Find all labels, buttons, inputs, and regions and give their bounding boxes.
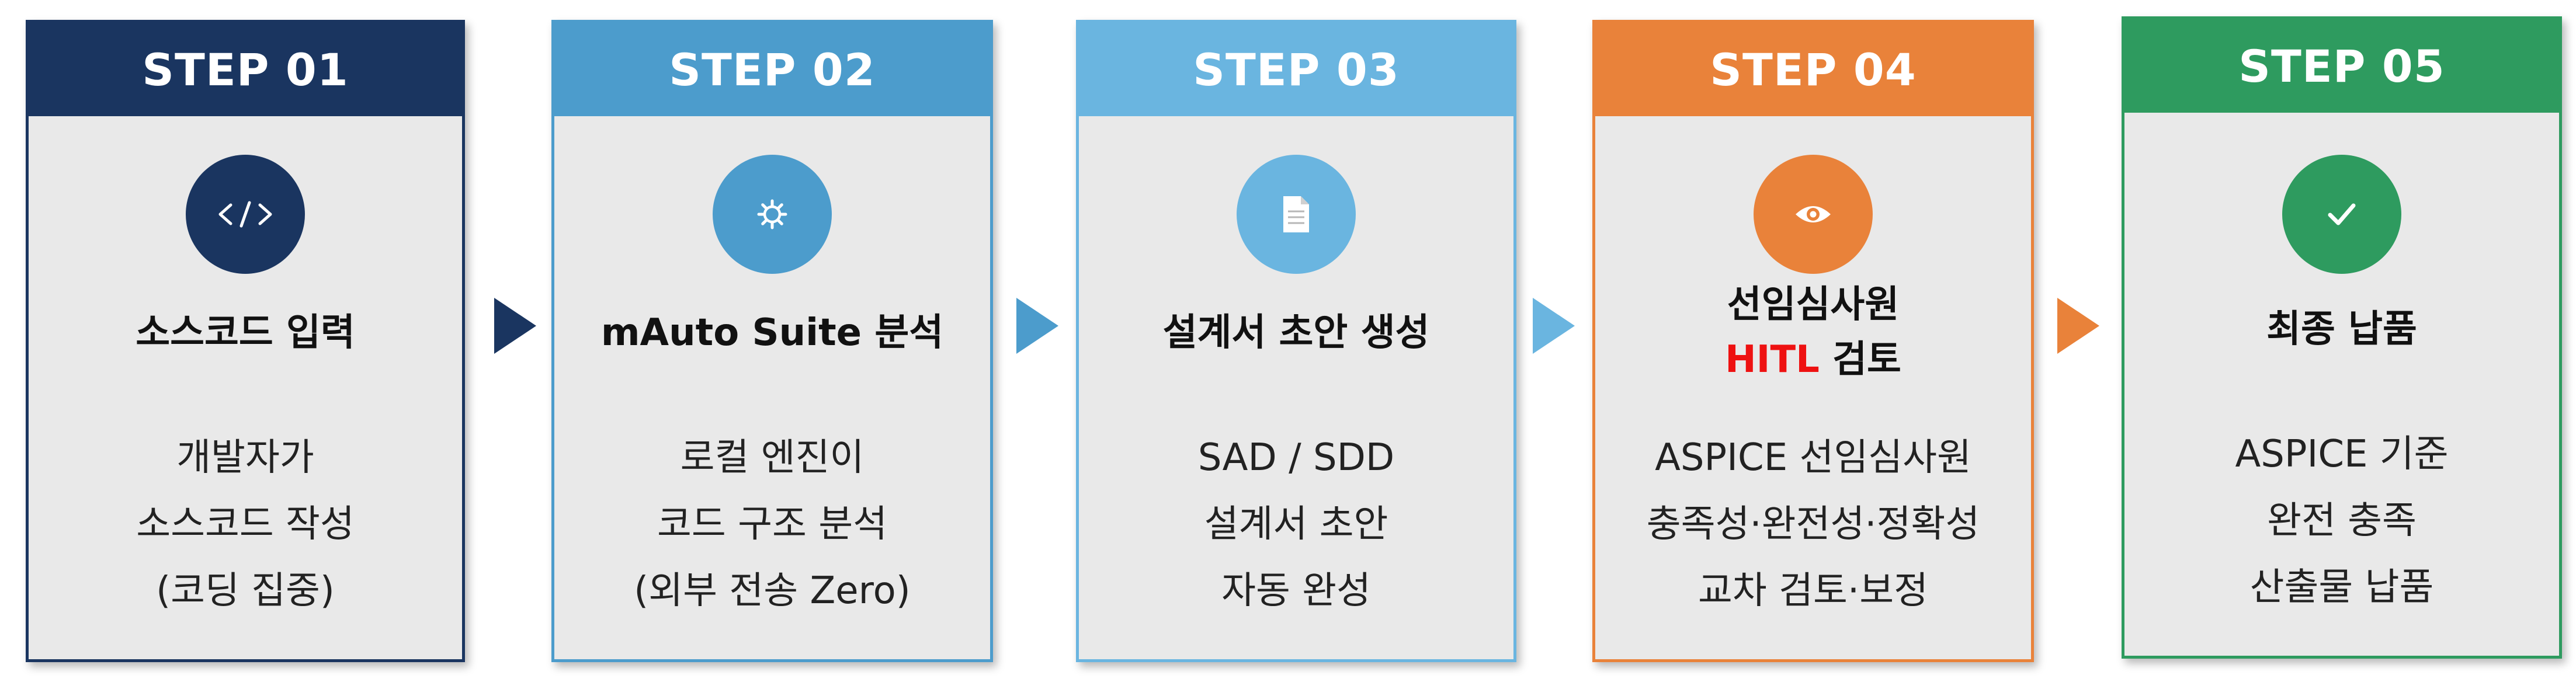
eye-icon xyxy=(1754,155,1873,274)
step-04-desc-line: 교차 검토·보정 xyxy=(1698,569,1928,613)
step-02-card: STEP 02 mAuto Suite 분석 로컬 엔진이 코드 구조 분석 (… xyxy=(551,20,993,662)
step-04-desc-line: ASPICE 선임심사원 xyxy=(1655,436,1971,479)
step-04-title-line1: 선임심사원 xyxy=(1727,283,1900,326)
step-05-desc-line: 산출물 납품 xyxy=(2249,566,2434,609)
step-03-header: STEP 03 xyxy=(1079,23,1513,116)
step-01-card: STEP 01 소스코드 입력 개발자가 소스코드 작성 (코딩 집중) xyxy=(26,20,465,662)
step-03-desc-line: 자동 완성 xyxy=(1221,569,1371,613)
step-05-title: 최종 납품 xyxy=(2124,302,2559,357)
step-04-title: 선임심사원 HITL 검토 xyxy=(1595,277,2031,387)
step-05-title-line: 최종 납품 xyxy=(2266,308,2417,351)
step-05-header: STEP 05 xyxy=(2124,19,2559,113)
step-05-desc-line: 완전 충족 xyxy=(2267,499,2417,542)
flow-arrow-4 xyxy=(2057,298,2099,354)
step-01-title-line: 소스코드 입력 xyxy=(136,311,355,354)
step-03-title-line: 설계서 초안 생성 xyxy=(1162,311,1430,354)
step-02-description: 로컬 엔진이 코드 구조 분석 (외부 전송 Zero) xyxy=(554,424,990,624)
step-04-card: STEP 04 선임심사원 HITL 검토 ASPICE 선임심사원 충족성·완… xyxy=(1592,20,2034,662)
step-01-desc-line: 소스코드 작성 xyxy=(136,503,355,546)
check-icon xyxy=(2282,155,2401,274)
step-03-description: SAD / SDD 설계서 초안 자동 완성 xyxy=(1079,424,1513,624)
step-04-desc-line: 충족성·완전성·정확성 xyxy=(1646,503,1980,546)
hitl-highlight: HITL xyxy=(1725,338,1820,381)
step-03-title: 설계서 초안 생성 xyxy=(1079,305,1513,360)
step-01-description: 개발자가 소스코드 작성 (코딩 집중) xyxy=(29,424,462,624)
step-02-title: mAuto Suite 분석 xyxy=(554,305,990,360)
gear-icon xyxy=(713,155,832,274)
step-02-desc-line: (외부 전송 Zero) xyxy=(634,569,911,613)
step-02-title-line: mAuto Suite 분석 xyxy=(600,311,944,354)
step-05-description: ASPICE 기준 완전 충족 산출물 납품 xyxy=(2124,421,2559,621)
step-01-desc-line: 개발자가 xyxy=(176,436,314,479)
flow-arrow-3 xyxy=(1533,298,1575,354)
step-04-description: ASPICE 선임심사원 충족성·완전성·정확성 교차 검토·보정 xyxy=(1595,424,2031,624)
step-02-desc-line: 코드 구조 분석 xyxy=(657,503,887,546)
step-03-desc-line: 설계서 초안 xyxy=(1204,503,1388,546)
step-03-card: STEP 03 설계서 초안 생성 SAD / SDD 설계서 초안 자동 완성 xyxy=(1076,20,1516,662)
step-04-title-line2-rest: 검토 xyxy=(1819,338,1901,381)
flow-arrow-2 xyxy=(1016,298,1058,354)
step-05-card: STEP 05 최종 납품 ASPICE 기준 완전 충족 산출물 납품 xyxy=(2122,16,2562,659)
document-icon xyxy=(1237,155,1356,274)
step-03-desc-line: SAD / SDD xyxy=(1197,436,1395,479)
step-02-desc-line: 로컬 엔진이 xyxy=(680,436,865,479)
step-05-desc-line: ASPICE 기준 xyxy=(2235,433,2449,476)
step-01-title: 소스코드 입력 xyxy=(29,305,462,360)
code-icon xyxy=(186,155,305,274)
step-01-header: STEP 01 xyxy=(29,23,462,116)
step-02-header: STEP 02 xyxy=(554,23,990,116)
flow-arrow-1 xyxy=(494,298,536,354)
step-01-desc-line: (코딩 집중) xyxy=(156,569,335,613)
step-04-header: STEP 04 xyxy=(1595,23,2031,116)
step-04-title-line2: HITL 검토 xyxy=(1595,332,2031,387)
